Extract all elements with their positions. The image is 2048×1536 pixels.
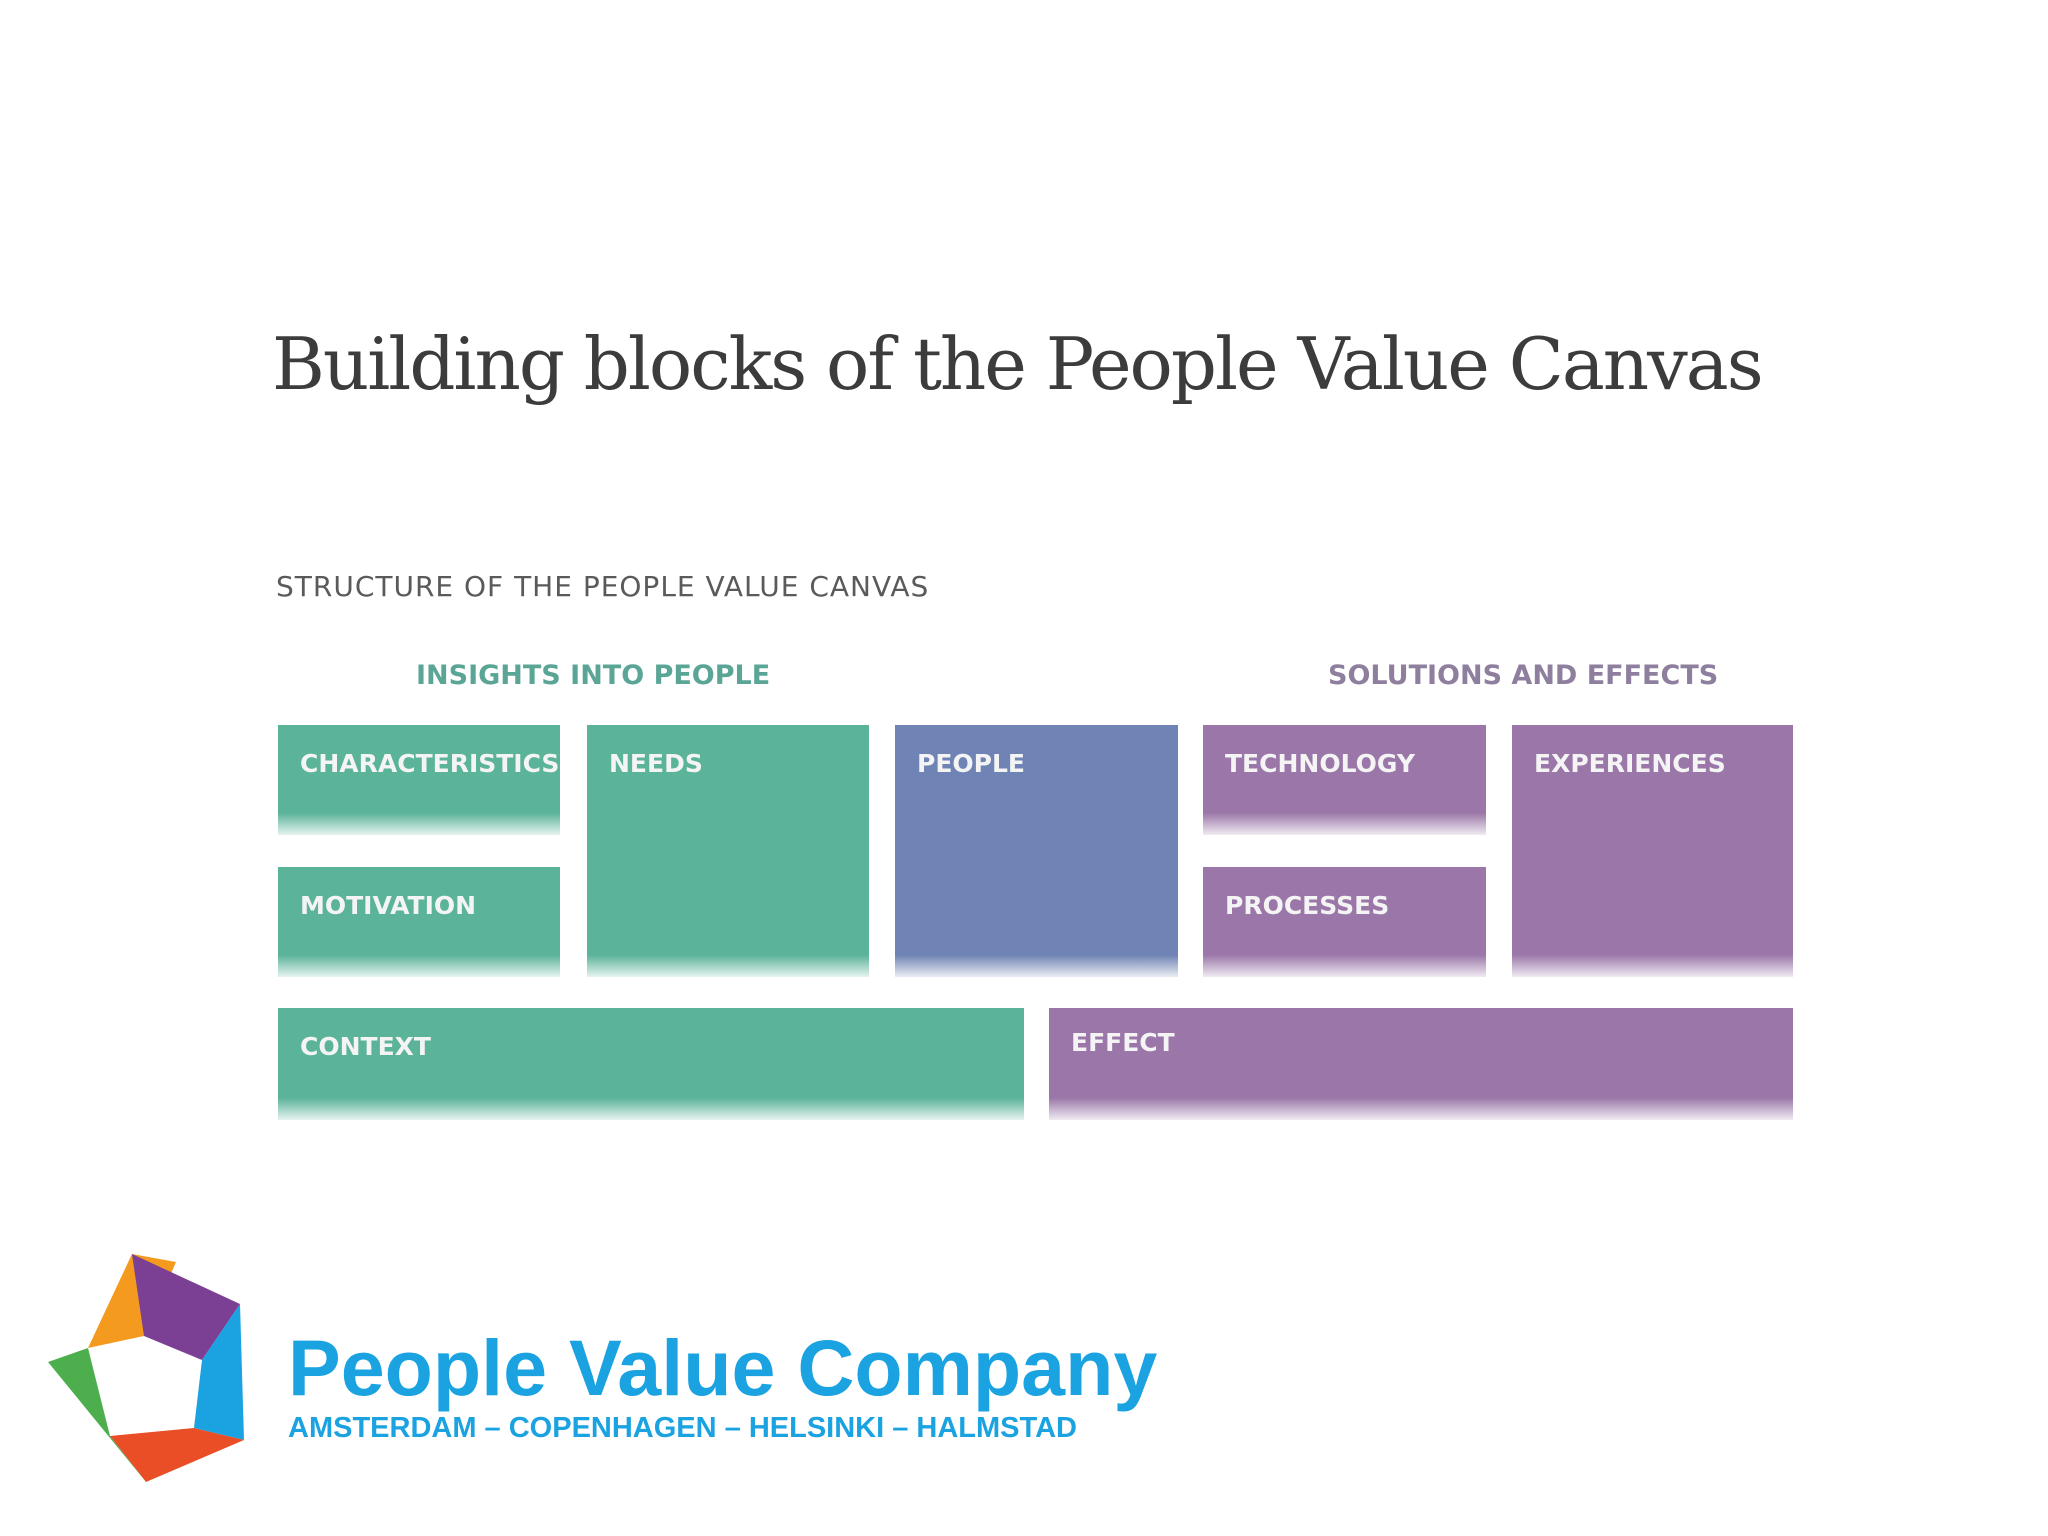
- block-characteristics-label: CHARACTERISTICS: [300, 749, 560, 778]
- block-motivation-label: MOTIVATION: [300, 891, 477, 920]
- block-motivation: MOTIVATION: [278, 867, 560, 977]
- block-context: CONTEXT: [278, 1008, 1024, 1120]
- block-experiences: EXPERIENCES: [1512, 725, 1793, 977]
- logo-segment-red: [110, 1428, 244, 1482]
- block-technology-label: TECHNOLOGY: [1225, 749, 1415, 778]
- block-effect: EFFECT: [1049, 1008, 1793, 1120]
- logo-segment-purple: [132, 1254, 240, 1360]
- logo-segment-green: [48, 1348, 146, 1482]
- block-needs: NEEDS: [587, 725, 869, 977]
- block-people-label: PEOPLE: [917, 749, 1025, 778]
- slide-title: Building blocks of the People Value Canv…: [272, 322, 1764, 406]
- block-needs-label: NEEDS: [609, 749, 703, 778]
- block-processes: PROCESSES: [1203, 867, 1486, 977]
- group-label-insights: INSIGHTS INTO PEOPLE: [416, 660, 771, 691]
- pentagon-logo-icon: [48, 1254, 244, 1482]
- logo-segment-blue: [194, 1304, 244, 1440]
- block-effect-label: EFFECT: [1071, 1028, 1175, 1057]
- block-characteristics: CHARACTERISTICS: [278, 725, 560, 835]
- company-name: People Value Company: [288, 1323, 1158, 1412]
- block-experiences-label: EXPERIENCES: [1534, 749, 1726, 778]
- block-people: PEOPLE: [895, 725, 1178, 977]
- block-context-label: CONTEXT: [300, 1032, 431, 1061]
- company-cities: AMSTERDAM – COPENHAGEN – HELSINKI – HALM…: [288, 1412, 1077, 1444]
- block-technology: TECHNOLOGY: [1203, 725, 1486, 835]
- block-processes-label: PROCESSES: [1225, 891, 1390, 920]
- structure-label: STRUCTURE OF THE PEOPLE VALUE CANVAS: [276, 570, 930, 603]
- group-label-solutions: SOLUTIONS AND EFFECTS: [1328, 660, 1719, 691]
